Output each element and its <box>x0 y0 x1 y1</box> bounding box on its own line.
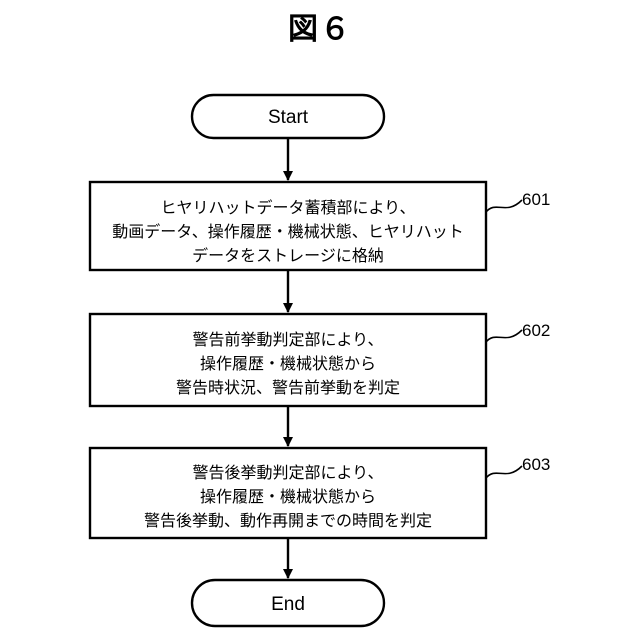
step-601-line-2: 動画データ、操作履歴・機械状態、ヒヤリハット <box>112 222 464 241</box>
process-step-601: ヒヤリハットデータ蓄積部により、 動画データ、操作履歴・機械状態、ヒヤリハット … <box>90 182 486 270</box>
step-602-line-1: 警告前挙動判定部により、 <box>192 330 383 349</box>
step-603-line-3: 警告後挙動、動作再開までの時間を判定 <box>144 511 432 530</box>
start-terminal: Start <box>192 95 384 138</box>
ref-number-601: 601 <box>522 190 550 209</box>
process-step-603: 警告後挙動判定部により、 操作履歴・機械状態から 警告後挙動、動作再開までの時間… <box>90 448 486 538</box>
leader-line-603 <box>486 466 522 478</box>
end-label: End <box>271 594 305 615</box>
ref-number-602: 602 <box>522 321 550 340</box>
step-603-line-2: 操作履歴・機械状態から <box>200 487 376 506</box>
process-step-602: 警告前挙動判定部により、 操作履歴・機械状態から 警告時状況、警告前挙動を判定 <box>90 314 486 406</box>
step-601-line-1: ヒヤリハットデータ蓄積部により、 <box>160 198 415 217</box>
leader-line-602 <box>486 330 522 342</box>
leader-line-601 <box>486 200 522 212</box>
step-603-line-1: 警告後挙動判定部により、 <box>192 463 383 482</box>
end-terminal: End <box>192 580 384 626</box>
step-602-line-3: 警告時状況、警告前挙動を判定 <box>176 378 400 397</box>
start-label: Start <box>268 107 309 128</box>
step-601-line-3: データをストレージに格納 <box>192 246 384 265</box>
ref-number-603: 603 <box>522 455 550 474</box>
step-602-line-2: 操作履歴・機械状態から <box>200 354 376 373</box>
